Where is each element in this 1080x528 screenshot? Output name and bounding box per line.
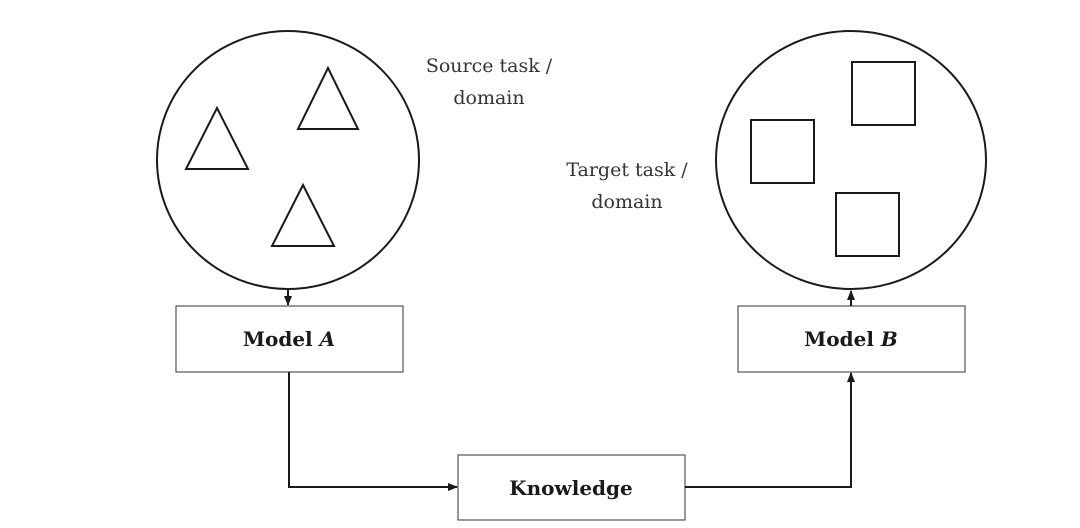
source-domain-group [156, 30, 420, 290]
triangle-icon [296, 65, 360, 130]
target-domain-circle [715, 30, 987, 290]
source-label-line2: domain [453, 87, 524, 109]
model-a-to-knowledge-arrow [288, 372, 458, 491]
square-icon [835, 192, 900, 257]
square-icon [750, 119, 815, 184]
knowledge-box: Knowledge [457, 454, 686, 521]
target-domain-group [715, 30, 987, 290]
model-a-label: Model A [243, 327, 335, 351]
source-domain-circle [156, 30, 420, 290]
knowledge-to-model-b-arrow [685, 372, 855, 488]
triangle-icon [270, 182, 336, 247]
model-a-variable: A [318, 327, 336, 351]
model-b-box: Model B [737, 305, 966, 373]
model-a-box: Model A [175, 305, 404, 373]
triangle-icon [184, 105, 250, 170]
target-label-line2: domain [591, 191, 662, 213]
model-b-label: Model B [804, 327, 898, 351]
source-label-line1: Source task / [426, 55, 553, 77]
knowledge-label: Knowledge [509, 476, 633, 500]
model-b-variable: B [880, 327, 898, 351]
square-icon [851, 61, 916, 126]
target-label-line1: Target task / [566, 159, 688, 181]
